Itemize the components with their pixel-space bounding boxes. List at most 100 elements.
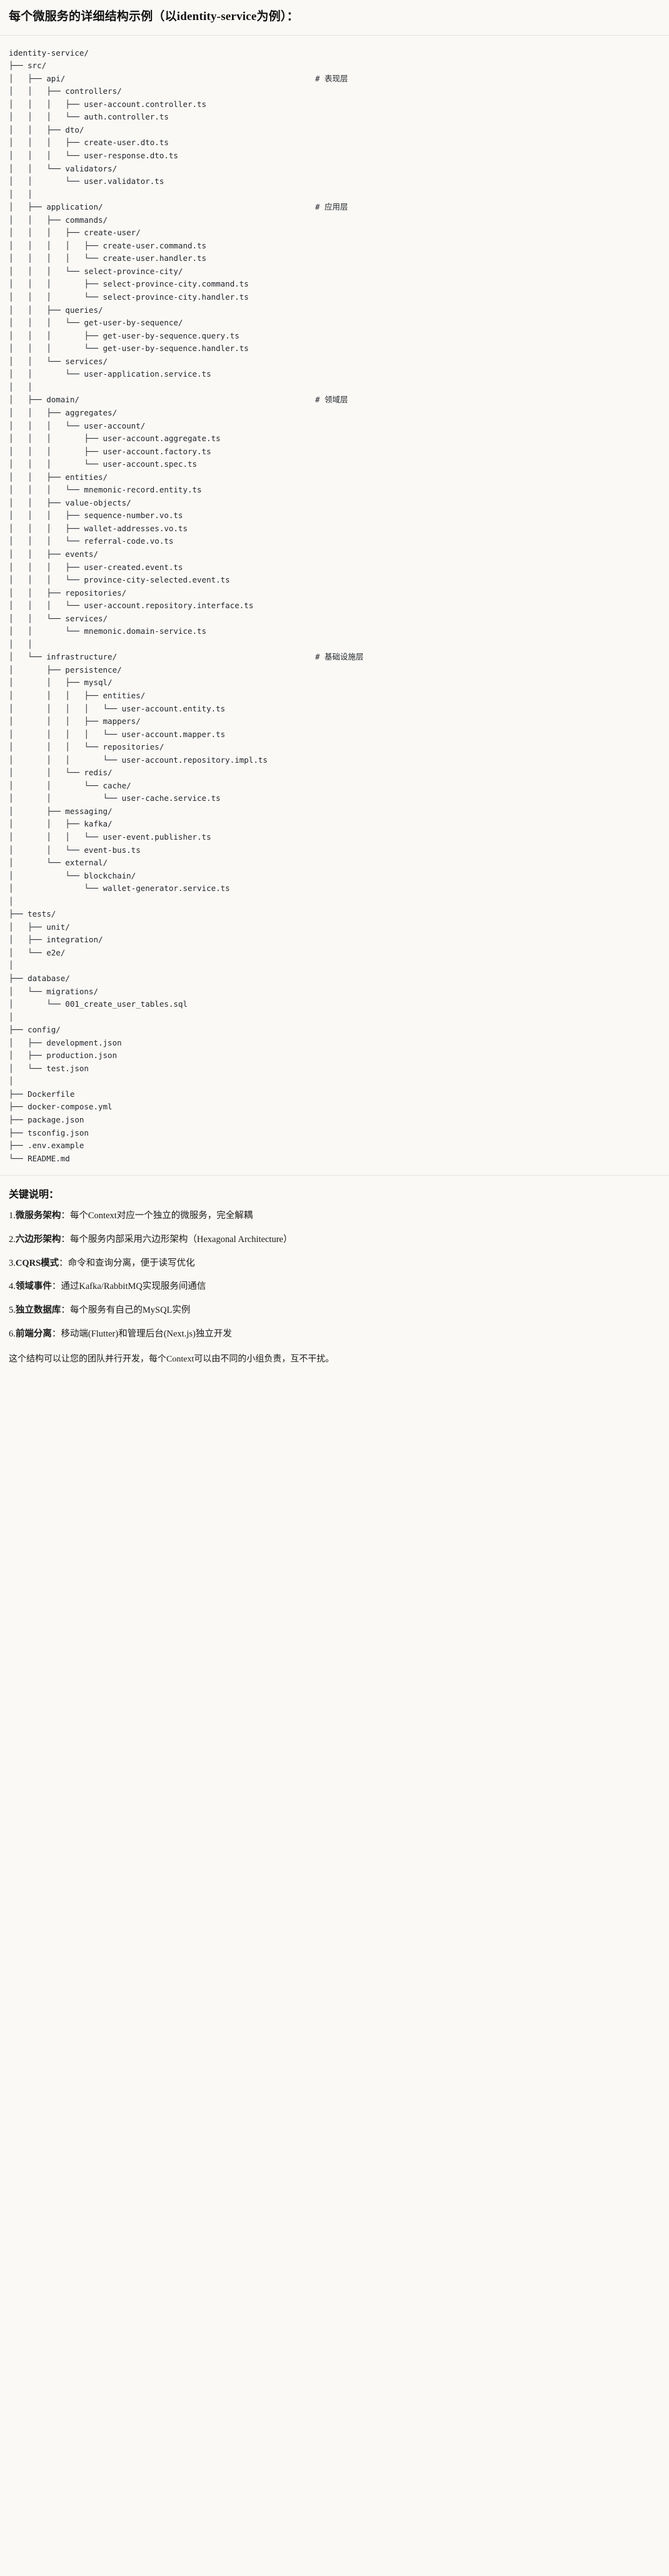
tree-row: │ │ │ └── auth.controller.ts bbox=[9, 111, 660, 124]
tree-row: │ │ bbox=[9, 638, 660, 651]
tree-row: │ bbox=[9, 1075, 660, 1088]
key-note-number: 5. bbox=[9, 1305, 16, 1316]
tree-row: ├── tests/ bbox=[9, 908, 660, 921]
tree-row-path: │ │ │ ├── mappers/ bbox=[9, 716, 141, 726]
page-root: 每个微服务的详细结构示例（以identity-service为例）： ident… bbox=[0, 0, 669, 1364]
tree-row: │ │ ├── value-objects/ bbox=[9, 497, 660, 510]
tree-row: │ │ │ └── province-city-selected.event.t… bbox=[9, 574, 660, 587]
tree-row: │ │ │ │ └── create-user.handler.ts bbox=[9, 252, 660, 265]
page-title: 每个微服务的详细结构示例（以identity-service为例）： bbox=[9, 10, 299, 23]
tree-row-path: │ bbox=[9, 960, 14, 970]
tree-row-path: └── README.md bbox=[9, 1153, 70, 1163]
tree-row-path: │ │ │ ├── sequence-number.vo.ts bbox=[9, 511, 183, 521]
tree-row: │ ├── api/# 表现层 bbox=[9, 73, 660, 86]
tree-row-path: │ └── e2e/ bbox=[9, 947, 66, 957]
tree-row-path: │ │ │ │ ├── create-user.command.ts bbox=[9, 240, 207, 250]
tree-row-path: │ │ └── redis/ bbox=[9, 768, 113, 778]
tree-row-path: │ └── wallet-generator.service.ts bbox=[9, 883, 230, 893]
tree-row: │ │ ├── kafka/ bbox=[9, 818, 660, 831]
tree-row: │ │ │ └── user-account.repository.impl.t… bbox=[9, 754, 660, 767]
tree-row-path: │ ├── development.json bbox=[9, 1037, 122, 1047]
tree-row-path: ├── config/ bbox=[9, 1025, 61, 1035]
tree-row: │ │ ├── mysql/ bbox=[9, 676, 660, 690]
key-notes-title: 关键说明： bbox=[9, 1189, 59, 1201]
tree-row-path: │ │ │ ├── get-user-by-sequence.query.ts bbox=[9, 330, 239, 340]
tree-row: │ │ bbox=[9, 188, 660, 201]
tree-row-path: │ │ │ ├── user-account.factory.ts bbox=[9, 446, 211, 456]
tree-row-path: │ │ │ └── user-account.spec.ts bbox=[9, 459, 198, 469]
tree-row-path: │ │ │ ├── create-user/ bbox=[9, 228, 141, 238]
key-note-separator: ： bbox=[51, 1281, 61, 1292]
tree-row: │ bbox=[9, 959, 660, 972]
key-note-number: 6. bbox=[9, 1328, 16, 1339]
key-note-description: 命令和查询分离，便于读写优化 bbox=[68, 1258, 195, 1268]
tree-row-path: │ ├── domain/ bbox=[9, 395, 79, 405]
key-note-item: 5.独立数据库：每个服务有自己的MySQL实例 bbox=[9, 1304, 660, 1318]
tree-row: │ └── test.json bbox=[9, 1062, 660, 1076]
tree-row-path: │ │ │ └── province-city-selected.event.t… bbox=[9, 575, 230, 585]
tree-row-path: │ │ └── user.validator.ts bbox=[9, 176, 164, 186]
tree-row: │ ├── production.json bbox=[9, 1049, 660, 1062]
tree-row: │ ├── integration/ bbox=[9, 934, 660, 947]
tree-row: │ │ │ └── user-event.publisher.ts bbox=[9, 831, 660, 844]
tree-row: │ │ │ ├── create-user/ bbox=[9, 227, 660, 240]
tree-row: │ │ │ └── user-response.dto.ts bbox=[9, 150, 660, 163]
tree-row-path: │ │ │ └── user-account/ bbox=[9, 420, 146, 430]
tree-row-path: │ │ └── validators/ bbox=[9, 163, 118, 173]
key-note-term: CQRS模式 bbox=[15, 1258, 59, 1268]
tree-row-path: │ └── external/ bbox=[9, 858, 108, 868]
key-note-term: 微服务架构 bbox=[15, 1211, 61, 1221]
tree-row-path: │ bbox=[9, 896, 14, 906]
document-header: 每个微服务的详细结构示例（以identity-service为例）： bbox=[0, 0, 669, 36]
tree-row-path: │ │ │ ├── select-province-city.command.t… bbox=[9, 279, 249, 289]
tree-row-path: │ ├── unit/ bbox=[9, 922, 70, 932]
tree-row-path: │ │ ├── kafka/ bbox=[9, 819, 113, 829]
tree-row-path: │ │ └── user-cache.service.ts bbox=[9, 793, 221, 803]
tree-row: │ │ │ ├── wallet-addresses.vo.ts bbox=[9, 522, 660, 536]
key-note-separator: ： bbox=[61, 1234, 70, 1245]
tree-row-path: │ │ │ └── auth.controller.ts bbox=[9, 112, 169, 122]
tree-row: │ │ └── cache/ bbox=[9, 780, 660, 793]
key-note-description: 每个服务有自己的MySQL实例 bbox=[69, 1305, 191, 1316]
tree-row: │ │ │ └── get-user-by-sequence/ bbox=[9, 317, 660, 330]
tree-row: │ │ │ └── referral-code.vo.ts bbox=[9, 535, 660, 548]
key-note-item: 4.领域事件：通过Kafka/RabbitMQ实现服务间通信 bbox=[9, 1280, 660, 1294]
tree-row: │ │ │ └── user-account.spec.ts bbox=[9, 458, 660, 471]
tree-row: │ ├── persistence/ bbox=[9, 664, 660, 677]
tree-row: │ │ │ └── mnemonic-record.entity.ts bbox=[9, 484, 660, 497]
tree-row: │ │ ├── aggregates/ bbox=[9, 407, 660, 420]
tree-row: ├── database/ bbox=[9, 972, 660, 985]
tree-row: ├── Dockerfile bbox=[9, 1088, 660, 1101]
tree-row: │ │ └── user-cache.service.ts bbox=[9, 792, 660, 805]
tree-row: │ │ └── user-application.service.ts bbox=[9, 368, 660, 381]
tree-row-comment: # 表现层 bbox=[315, 73, 348, 83]
tree-row: │ └── wallet-generator.service.ts bbox=[9, 882, 660, 895]
tree-row: │ │ bbox=[9, 381, 660, 394]
tree-row-path: │ │ │ │ └── user-account.entity.ts bbox=[9, 703, 226, 713]
tree-row: │ bbox=[9, 1011, 660, 1024]
tree-row-path: │ │ └── services/ bbox=[9, 356, 108, 366]
tree-row-path: ├── tsconfig.json bbox=[9, 1128, 89, 1138]
tree-row-path: │ │ ├── value-objects/ bbox=[9, 497, 131, 507]
tree-row: │ │ └── validators/ bbox=[9, 163, 660, 176]
tree-row: │ └── infrastructure/# 基础设施层 bbox=[9, 651, 660, 664]
tree-row: │ │ │ │ ├── create-user.command.ts bbox=[9, 240, 660, 253]
tree-row: │ │ ├── events/ bbox=[9, 548, 660, 561]
tree-row: │ │ │ │ └── user-account.mapper.ts bbox=[9, 728, 660, 741]
key-note-term: 六边形架构 bbox=[15, 1234, 61, 1245]
tree-row-path: ├── docker-compose.yml bbox=[9, 1102, 113, 1112]
tree-row: │ ├── messaging/ bbox=[9, 805, 660, 818]
tree-row: │ │ │ ├── user-account.aggregate.ts bbox=[9, 432, 660, 445]
tree-row-path: │ │ ├── repositories/ bbox=[9, 588, 127, 598]
key-note-item: 2.六边形架构：每个服务内部采用六边形架构（Hexagonal Architec… bbox=[9, 1233, 660, 1247]
tree-row-path: │ │ │ └── mnemonic-record.entity.ts bbox=[9, 485, 202, 495]
tree-row-path: │ │ │ ├── entities/ bbox=[9, 690, 146, 700]
tree-row-path: │ │ bbox=[9, 382, 33, 392]
tree-row-path: │ │ ├── aggregates/ bbox=[9, 407, 118, 417]
tree-row: │ ├── domain/# 领域层 bbox=[9, 394, 660, 407]
tree-row: ├── .env.example bbox=[9, 1139, 660, 1153]
tree-row-comment: # 应用层 bbox=[315, 202, 348, 212]
tree-row: │ │ └── redis/ bbox=[9, 766, 660, 780]
tree-row-path: │ │ │ │ └── user-account.mapper.ts bbox=[9, 729, 226, 739]
